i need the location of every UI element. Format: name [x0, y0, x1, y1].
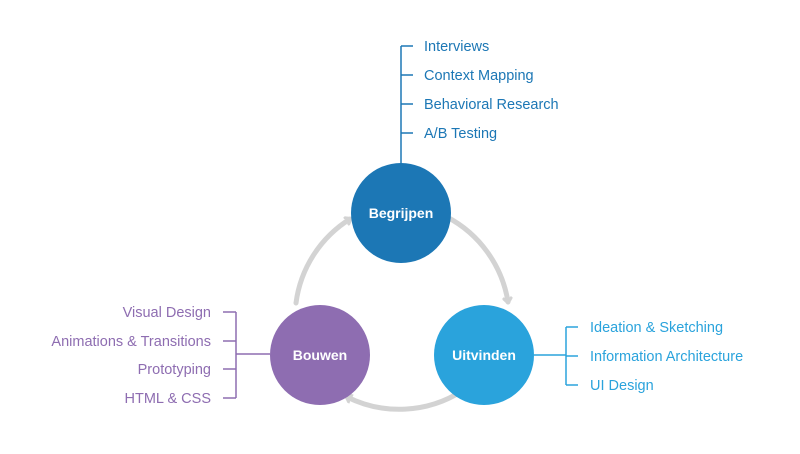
begrijpen-item-ab-testing: A/B Testing: [424, 126, 497, 142]
arrow-begrijpen-to-uitvinden: [444, 214, 508, 305]
bouwen-items: Visual Design Animations & Transitions P…: [51, 305, 211, 407]
cycle-arrows: [293, 214, 508, 412]
bouwen-bracket: [223, 311, 270, 399]
node-begrijpen-circle: [351, 163, 451, 263]
begrijpen-item-behavioral-research: Behavioral Research: [424, 97, 559, 113]
begrijpen-item-context-mapping: Context Mapping: [424, 68, 534, 84]
node-begrijpen-label: Begrijpen: [369, 205, 434, 221]
arrow-bouwen-to-begrijpen: [293, 219, 353, 306]
node-bouwen-circle: [270, 305, 370, 405]
bouwen-item-animations-transitions: Animations & Transitions: [51, 334, 211, 350]
bouwen-item-visual-design: Visual Design: [123, 305, 211, 321]
begrijpen-items: Interviews Context Mapping Behavioral Re…: [424, 39, 559, 142]
arrow-uitvinden-to-bouwen: [344, 388, 465, 412]
node-uitvinden-label: Uitvinden: [452, 347, 516, 363]
bouwen-item-html-css: HTML & CSS: [125, 391, 211, 407]
uitvinden-items: Ideation & Sketching Information Archite…: [590, 320, 743, 394]
node-begrijpen: Begrijpen: [351, 163, 451, 263]
uitvinden-item-information-architecture: Information Architecture: [590, 349, 743, 365]
uitvinden-bracket: [534, 326, 578, 386]
bouwen-item-prototyping: Prototyping: [138, 362, 211, 378]
uitvinden-item-ui-design: UI Design: [590, 378, 654, 394]
node-uitvinden: Uitvinden: [434, 305, 534, 405]
begrijpen-item-interviews: Interviews: [424, 39, 489, 55]
begrijpen-bracket: [400, 45, 413, 163]
uitvinden-item-ideation-sketching: Ideation & Sketching: [590, 320, 723, 336]
node-bouwen: Bouwen: [270, 305, 370, 405]
node-uitvinden-circle: [434, 305, 534, 405]
node-bouwen-label: Bouwen: [293, 347, 347, 363]
